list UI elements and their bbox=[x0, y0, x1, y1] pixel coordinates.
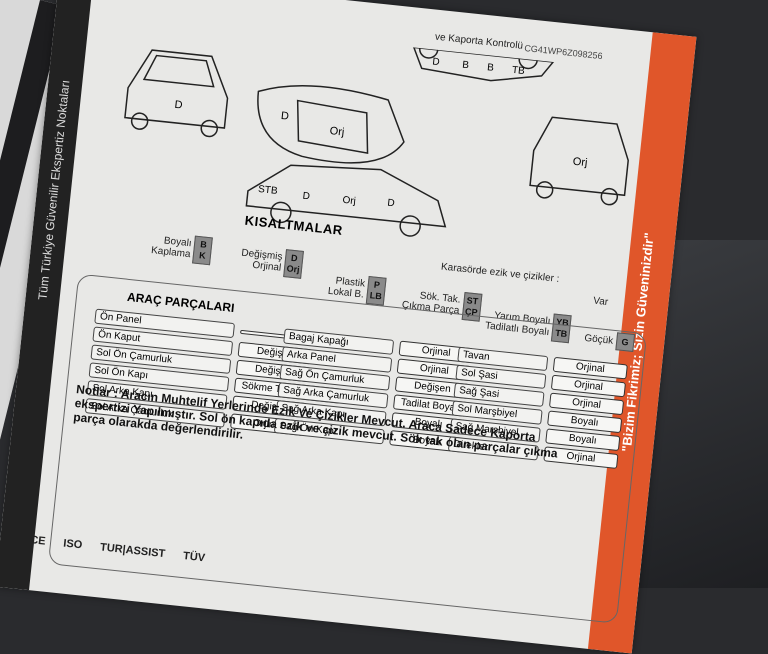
car-back-label: Orj bbox=[572, 156, 588, 169]
car-top-view bbox=[257, 85, 405, 164]
kaporta-title: ve Kaporta Kontrolü bbox=[434, 31, 524, 52]
var-label: Var bbox=[592, 295, 609, 309]
car-diagram: D D Orj Orj STB D Orj D D B B TB bbox=[124, 39, 629, 237]
car-front-view bbox=[124, 49, 229, 138]
car-top-label-d: D bbox=[280, 110, 289, 123]
car-side-label-orj: Orj bbox=[342, 195, 356, 207]
karasorde-label: Karasörde ezik ve çizikler : bbox=[440, 261, 560, 285]
iso-logo: ISO bbox=[62, 537, 83, 552]
car-side-label-d2: D bbox=[387, 198, 395, 210]
turassist-logo: TUR|ASSIST bbox=[99, 541, 166, 561]
car-side-label-d1: D bbox=[302, 191, 310, 203]
car-side-label-stb: STB bbox=[258, 184, 279, 197]
car-top-label-orj: Orj bbox=[329, 125, 345, 138]
ce-logo: CE bbox=[29, 534, 47, 548]
car-sidetop-label-d: D bbox=[432, 56, 440, 68]
car-sidetop-label-b1: B bbox=[462, 60, 470, 72]
parts-title: ARAÇ PARÇALARI bbox=[126, 289, 236, 316]
tuv-logo: TÜV bbox=[182, 550, 206, 565]
inspection-report-sheet: Tüm Türkiye Güvenilir Ekspertiz Noktalar… bbox=[0, 0, 697, 654]
car-back-view bbox=[529, 116, 629, 206]
car-sidetop-label-b2: B bbox=[487, 62, 495, 74]
vin-number: CG41WP6Z098256 bbox=[523, 42, 604, 62]
car-front-label: D bbox=[174, 99, 183, 112]
car-sidetop-label-tb: TB bbox=[511, 65, 525, 77]
car-side-view bbox=[245, 164, 447, 237]
